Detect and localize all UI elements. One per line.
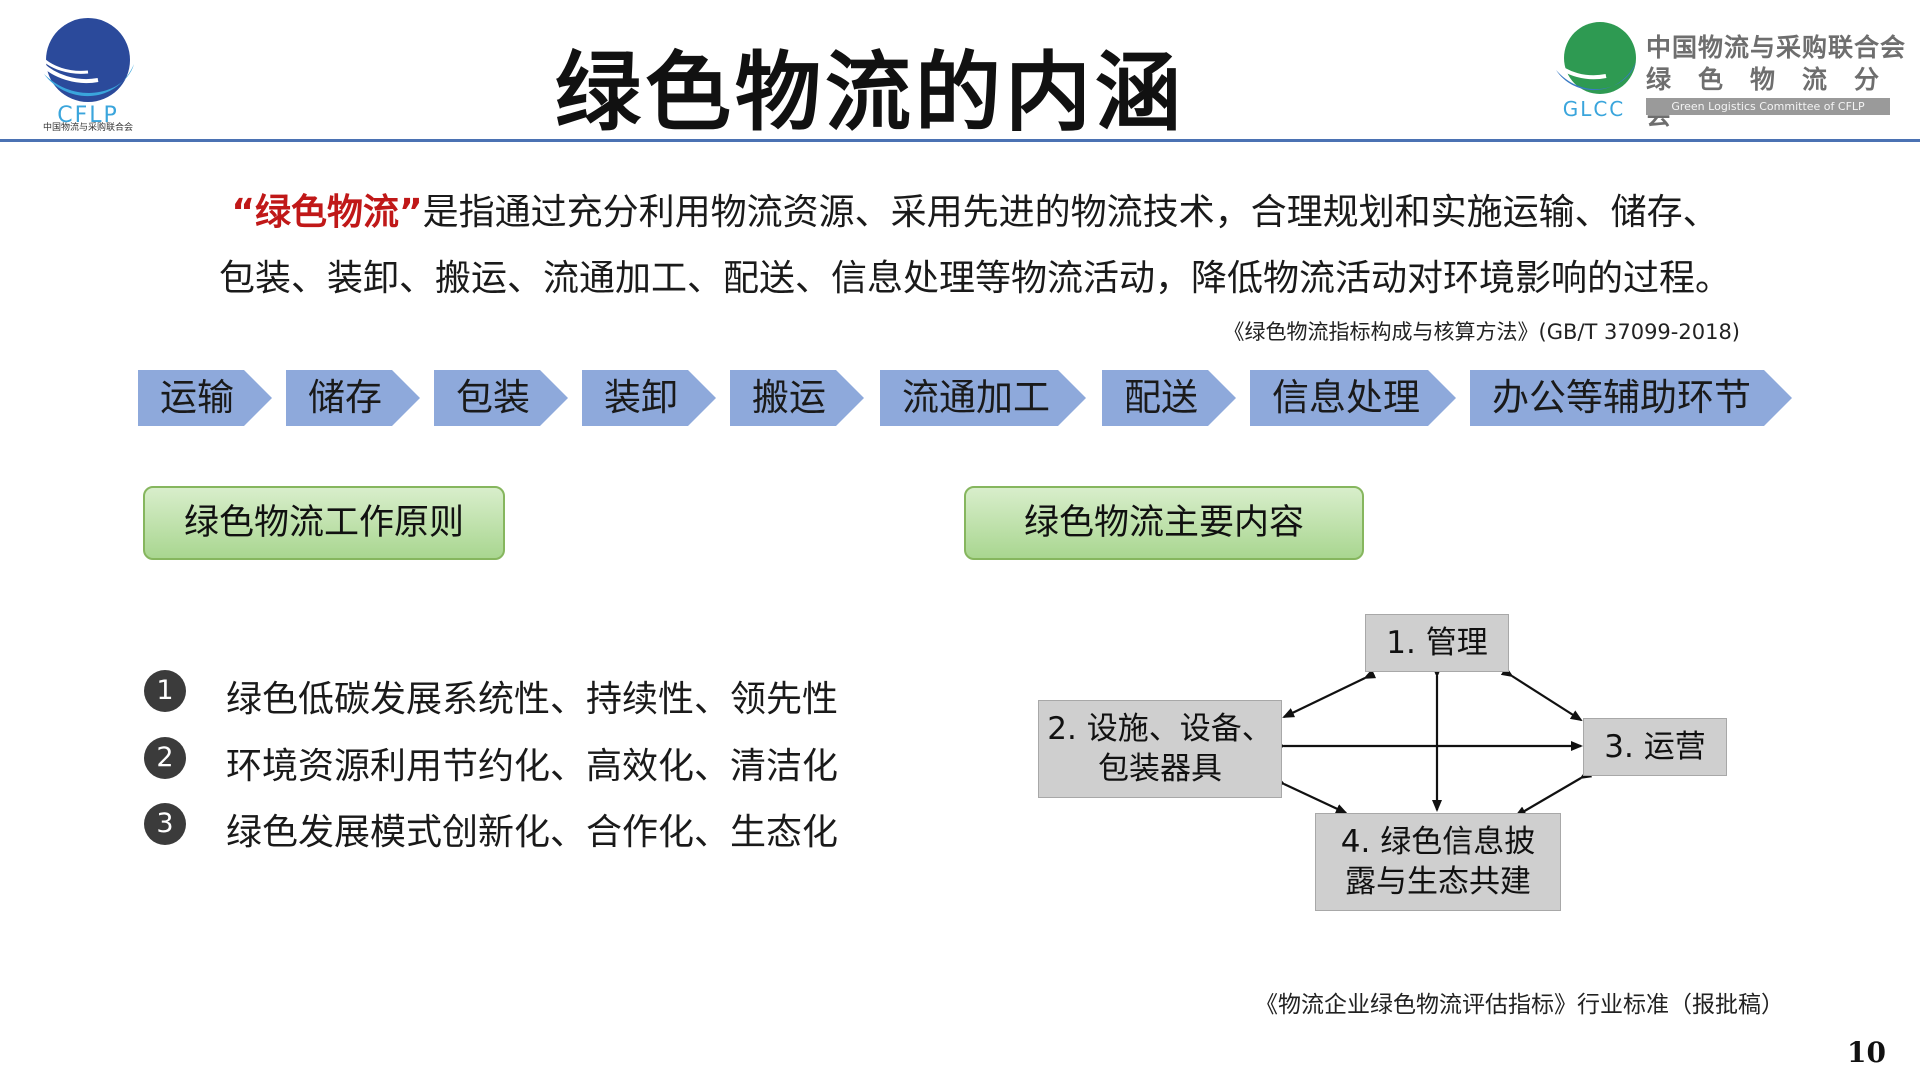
facilities-line-1: 2. 设施、设备、 [1047,711,1273,747]
principles-heading: 绿色物流工作原则 [143,486,505,560]
cflp-logo-text: CFLP [57,103,119,128]
process-step: 信息处理 [1250,370,1456,426]
principle-item: 绿色发展模式创新化、合作化、生态化 [226,812,839,853]
facilities-line-2: 包装器具 [1098,751,1222,787]
process-step: 装卸 [582,370,716,426]
content-box-disclosure: 4. 绿色信息披露与生态共建 [1315,813,1561,911]
process-step: 包装 [434,370,568,426]
process-step: 配送 [1102,370,1236,426]
content-box-operations: 3. 运营 [1583,718,1727,776]
definition-line-1-text: 是指通过充分利用物流资源、采用先进的物流技术，合理规划和实施运输、储存、 [422,192,1719,233]
cflp-caption: 中国物流与采购联合会 [42,123,133,133]
org-name: 中国物流与采购联合会 [1646,33,1907,62]
definition-line-2: 包装、装卸、搬运、流通加工、配送、信息处理等物流活动，降低物流活动对环境影响的过… [218,258,1731,299]
process-step: 运输 [138,370,272,426]
definition-term: “绿色物流” [231,192,423,233]
arrow-1-2 [1282,669,1377,718]
arrow-2-4 [1272,775,1348,814]
arrow-3-4 [1514,768,1593,818]
number-badge: 1 [144,670,186,712]
principle-item: 绿色低碳发展系统性、持续性、领先性 [226,679,839,720]
content-box-facilities: 2. 设施、设备、包装器具 [1038,700,1282,798]
org-english-name: Green Logistics Committee of CFLP [1646,98,1890,115]
process-step: 流通加工 [880,370,1086,426]
glcc-logo-icon: GLCC [1552,22,1636,120]
number-badge: 2 [144,737,186,779]
header-divider [0,139,1920,142]
page-number: 10 [1847,1036,1886,1069]
contents-heading: 绿色物流主要内容 [964,486,1364,560]
process-step: 储存 [286,370,420,426]
content-box-management: 1. 管理 [1365,614,1509,672]
org-branch: 绿色物流分会 [1646,65,1907,130]
process-step: 搬运 [730,370,864,426]
disclosure-line-1: 4. 绿色信息披 [1340,824,1536,860]
arrow-1-3 [1500,666,1583,722]
definition-source: 《绿色物流指标构成与核算方法》(GB/T 37099-2018) [1223,320,1740,344]
definition-line-1: “绿色物流”是指通过充分利用物流资源、采用先进的物流技术，合理规划和实施运输、储… [150,190,1800,236]
principle-item: 环境资源利用节约化、高效化、清洁化 [226,746,839,787]
disclosure-line-2: 露与生态共建 [1345,864,1531,900]
footer-source: 《物流企业绿色物流评估指标》行业标准（报批稿） [1255,992,1784,1018]
cflp-logo-icon: CFLP [38,18,134,128]
process-step: 办公等辅助环节 [1470,370,1792,426]
number-badge: 3 [144,803,186,845]
glcc-logo-text: GLCC [1563,97,1626,120]
page-title: 绿色物流的内涵 [555,43,1185,143]
